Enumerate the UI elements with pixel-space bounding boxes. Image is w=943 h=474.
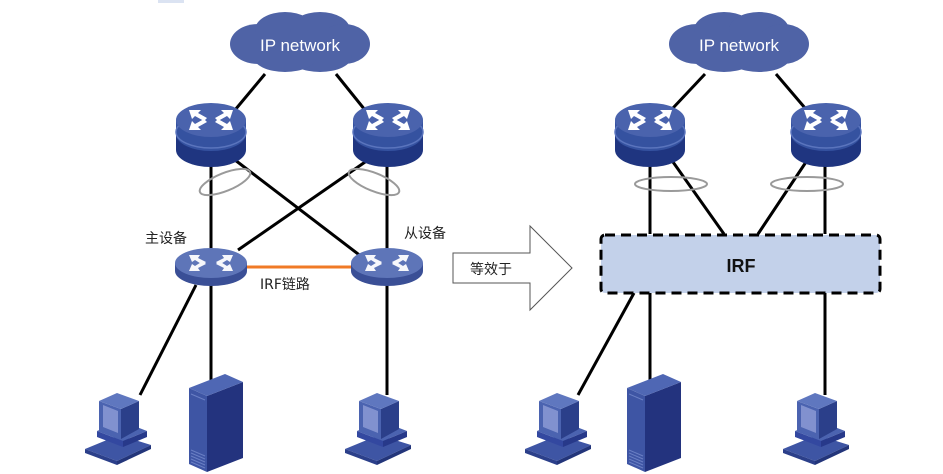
pc-icon (85, 393, 151, 465)
arrow-label: 等效于 (470, 261, 512, 278)
core-switch-left-icon (614, 102, 686, 168)
cloud-label: IP network (699, 36, 780, 55)
link-irf-pc1 (576, 292, 636, 396)
server-icon (188, 373, 244, 473)
server-icon (626, 373, 682, 473)
left-topology: IP network 主设备 从设备 IRF链路 (85, 12, 446, 473)
equivalence-arrow: 等效于 (452, 224, 573, 312)
master-label: 主设备 (145, 230, 187, 247)
right-links (576, 72, 827, 396)
slave-label: 从设备 (404, 225, 446, 242)
irf-label: IRF (727, 256, 756, 276)
link-core-left-irf-2 (671, 161, 726, 235)
arrow-shape (452, 224, 573, 312)
lag-ring-left (198, 167, 252, 197)
pc-icon (345, 393, 411, 465)
left-links (138, 73, 389, 396)
slave-switch-icon (351, 248, 423, 286)
master-switch-icon (175, 248, 247, 286)
lag-ring-right (347, 167, 401, 197)
cloud-label: IP network (260, 36, 341, 55)
irf-link-label: IRF链路 (260, 277, 310, 293)
link-core-right-irf-1 (756, 161, 808, 235)
lag-ring-left (634, 176, 708, 192)
core-switch-right-icon (790, 102, 862, 168)
pc-icon (525, 393, 591, 465)
core-switch-left-icon (175, 102, 247, 168)
link-cloud-core-right (774, 73, 807, 109)
pc-icon (783, 393, 849, 465)
link-core-right-master (237, 158, 369, 252)
link-cloud-core-left (671, 72, 707, 110)
core-switch-right-icon (352, 102, 424, 168)
irf-virtual-device (599, 233, 882, 295)
right-topology: IRF IP network (525, 12, 882, 473)
lag-ring-right (770, 176, 844, 192)
link-cloud-core-right (334, 73, 367, 111)
top-artifact (158, 0, 184, 3)
link-master-pc1 (138, 284, 198, 396)
link-cloud-core-left (233, 73, 267, 111)
